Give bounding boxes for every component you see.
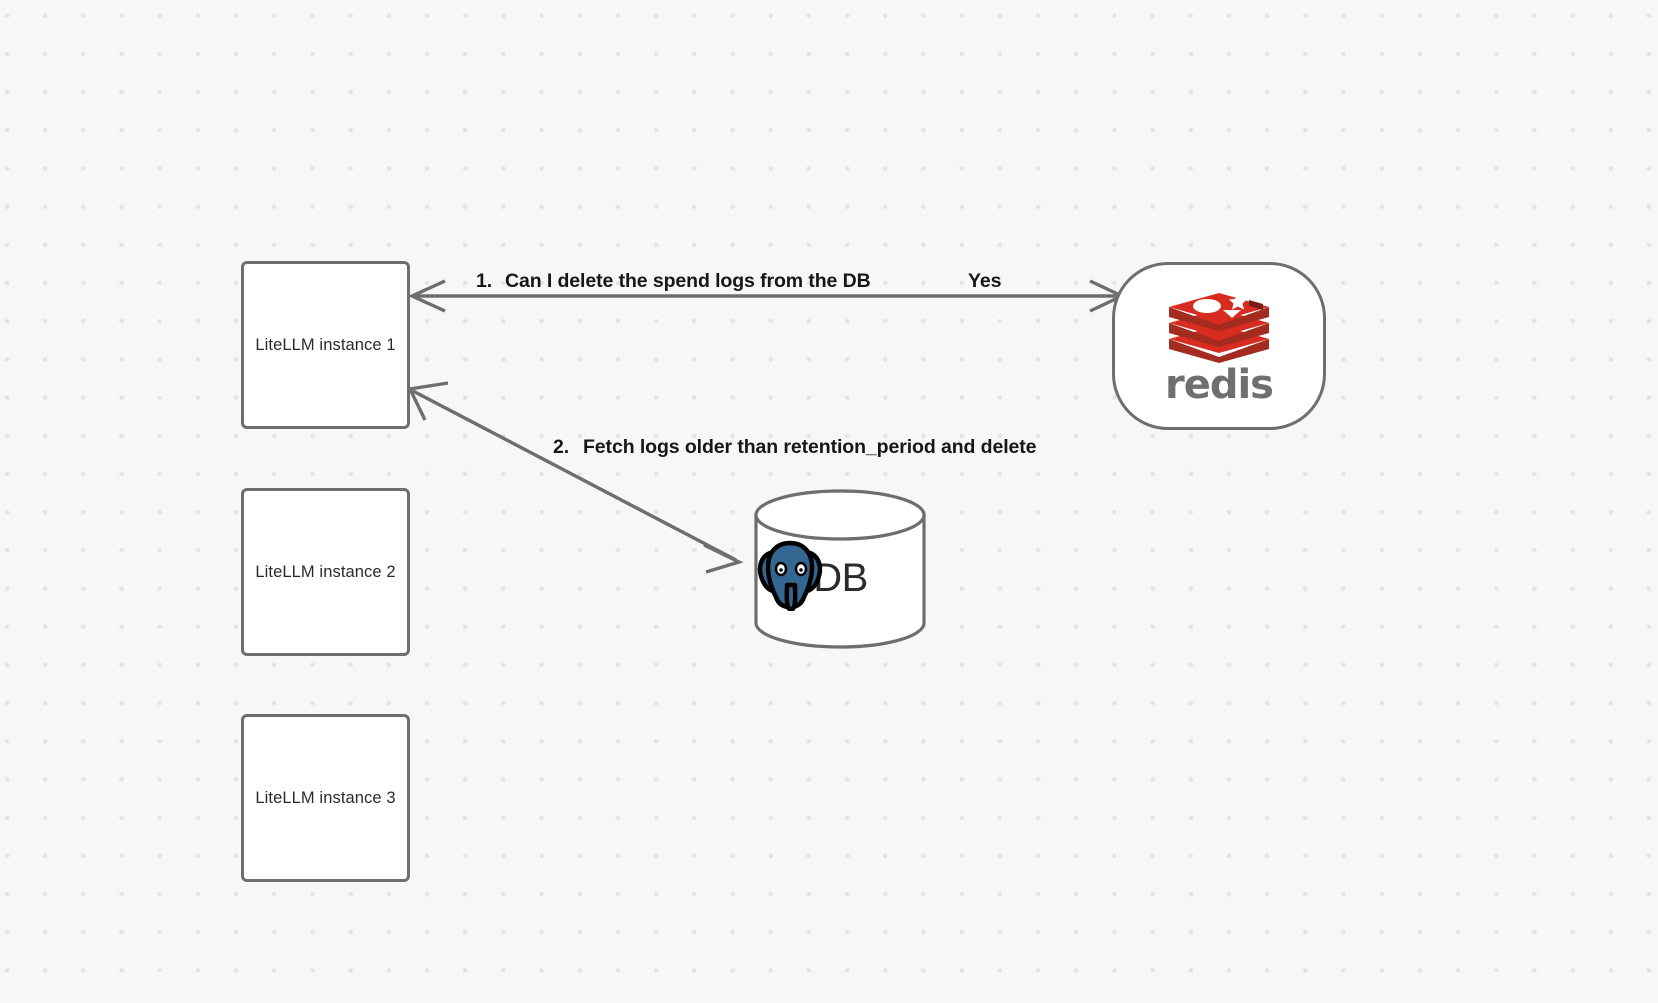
edge-2-number: 2.: [553, 436, 570, 458]
node-redis[interactable]: redis: [1112, 262, 1326, 430]
node-label: LiteLLM instance 1: [255, 335, 396, 354]
db-label: DB: [813, 556, 868, 600]
redis-logo-icon: redis: [1164, 287, 1274, 408]
node-litellm-instance-3[interactable]: LiteLLM instance 3: [241, 714, 410, 882]
cylinder-shape: [754, 489, 926, 649]
edge-1-reply-label: Yes: [968, 270, 1002, 292]
node-litellm-instance-1[interactable]: LiteLLM instance 1: [241, 261, 410, 429]
node-database[interactable]: DB: [754, 489, 926, 649]
node-label: LiteLLM instance 2: [255, 562, 396, 581]
edge-2-label: Fetch logs older than retention_period a…: [583, 436, 1037, 458]
edge-1-number: 1.: [476, 270, 493, 292]
node-label: LiteLLM instance 3: [255, 788, 396, 807]
redis-wordmark: redis: [1164, 362, 1274, 408]
node-litellm-instance-2[interactable]: LiteLLM instance 2: [241, 488, 410, 656]
edge-2-line: [407, 381, 744, 574]
edge-1-label: Can I delete the spend logs from the DB: [505, 270, 871, 292]
